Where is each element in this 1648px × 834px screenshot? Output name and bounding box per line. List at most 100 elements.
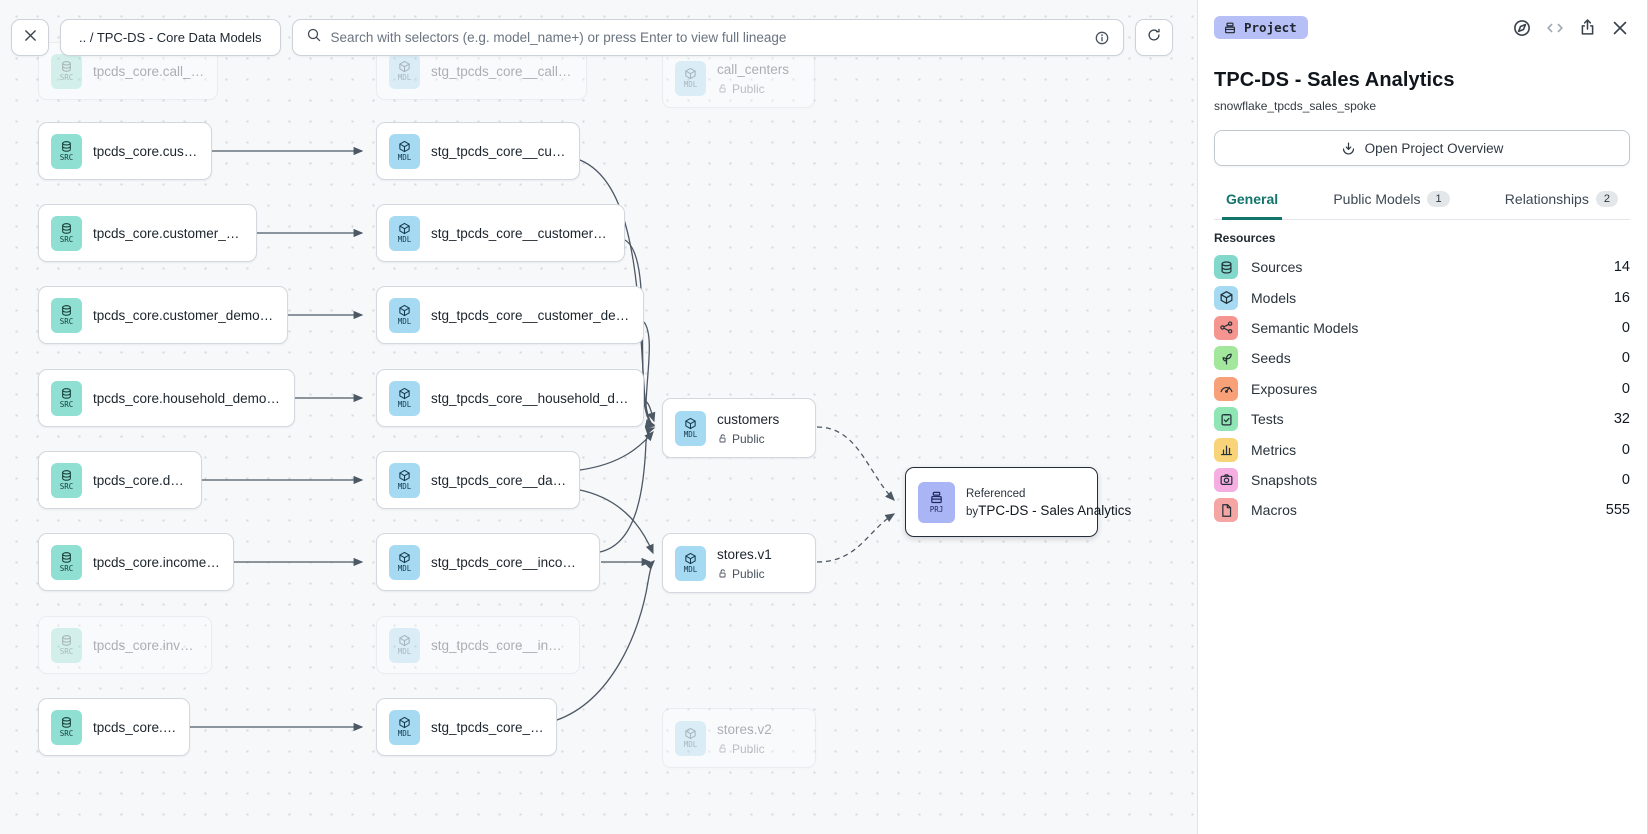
lineage-canvas[interactable]: SRCtpcds_core.call_centerMDLstg_tpcds_co… — [0, 0, 1197, 834]
access-label: Public — [732, 431, 765, 446]
node-label: tpcds_core.customer_address — [93, 225, 244, 241]
node-label: stg_tpcds_core__call_center — [431, 63, 574, 79]
model-node[interactable]: MDLstg_tpcds_core__household_demogr… — [376, 369, 644, 427]
compass-icon[interactable] — [1512, 18, 1532, 38]
seed-icon — [1214, 346, 1238, 371]
close-icon — [22, 27, 39, 49]
node-label: stores.v1 — [717, 546, 772, 562]
close-lineage-button[interactable] — [11, 19, 49, 56]
lineage-toolbar: .. / TPC-DS - Core Data Models — [11, 19, 1173, 56]
node-label: tpcds_core.date_dim — [93, 472, 189, 488]
lineage-edges — [190, 146, 896, 732]
resource-count: 555 — [1605, 502, 1630, 519]
model-badge: MDL — [389, 53, 420, 89]
macro-icon — [1214, 498, 1238, 523]
metric-icon — [1214, 437, 1238, 462]
model-badge: MDL — [389, 709, 420, 745]
source-badge: SRC — [51, 627, 82, 663]
model-node[interactable]: MDL stg_tpcds_core__inventory — [376, 616, 580, 674]
search-input[interactable] — [330, 30, 1085, 45]
source-node[interactable]: SRC tpcds_core.inventory — [38, 616, 212, 674]
code-icon[interactable] — [1545, 18, 1565, 38]
export-icon[interactable] — [1578, 18, 1597, 37]
lock-open-icon — [717, 568, 728, 579]
node-label: tpcds_core.household_demographics — [93, 390, 282, 406]
panel-title: TPC-DS - Sales Analytics — [1214, 69, 1455, 91]
breadcrumb[interactable]: .. / TPC-DS - Core Data Models — [60, 19, 281, 56]
lock-open-icon — [717, 83, 728, 94]
node-label: call_centers — [717, 61, 790, 77]
project-badge: PRJ — [918, 481, 955, 523]
node-label: stg_tpcds_core__customer_address — [431, 225, 612, 241]
node-label: stg_tpcds_core__inventory — [431, 637, 567, 653]
open-project-overview-button[interactable]: Open Project Overview — [1214, 130, 1630, 166]
model-badge: MDL — [389, 297, 420, 333]
snapshot-icon — [1214, 467, 1238, 492]
project-icon — [1223, 21, 1237, 35]
resources-heading: Resources — [1214, 231, 1276, 245]
panel-subtitle: snowflake_tpcds_sales_spoke — [1214, 99, 1377, 113]
refresh-button[interactable] — [1135, 19, 1173, 56]
test-icon — [1214, 407, 1238, 432]
resource-count: 32 — [1613, 411, 1630, 428]
model-badge: MDL — [675, 60, 706, 96]
resource-count: 0 — [1621, 380, 1630, 397]
access-label: Public — [732, 741, 765, 756]
source-badge: SRC — [51, 544, 82, 580]
resource-count: 16 — [1613, 289, 1630, 306]
exposure-icon — [1214, 376, 1238, 401]
info-icon[interactable] — [1094, 30, 1110, 46]
close-panel-icon[interactable] — [1610, 18, 1630, 38]
resource-count: 0 — [1621, 350, 1630, 367]
node-label: tpcds_core.customer — [93, 143, 199, 159]
resource-count: 0 — [1621, 471, 1630, 488]
tab-general[interactable]: General — [1222, 180, 1283, 220]
model-badge: MDL — [389, 215, 420, 251]
model-node[interactable]: MDL stg_tpcds_core__customer_demogra… — [376, 286, 644, 344]
source-badge: SRC — [51, 53, 82, 89]
source-badge: SRC — [51, 297, 82, 333]
source-badge: SRC — [51, 709, 82, 745]
model-node[interactable]: MDL stg_tpcds_core__customer_address — [376, 204, 625, 262]
lock-open-icon — [717, 743, 728, 754]
model-badge: MDL — [675, 720, 706, 756]
model-badge: MDL — [389, 627, 420, 663]
access-label: Public — [732, 81, 765, 96]
node-label: stg_tpcds_core__customer — [431, 143, 567, 159]
node-label: tpcds_core.call_center — [93, 63, 205, 79]
model-badge: MDL — [389, 462, 420, 498]
node-label: stg_tpcds_core__customer_demogra… — [431, 307, 631, 323]
node-label: tpcds_core.inventory — [93, 637, 199, 653]
model-badge: MDL — [389, 380, 420, 416]
tab-count-badge: 1 — [1427, 191, 1450, 207]
model-badge: MDL — [675, 545, 706, 581]
